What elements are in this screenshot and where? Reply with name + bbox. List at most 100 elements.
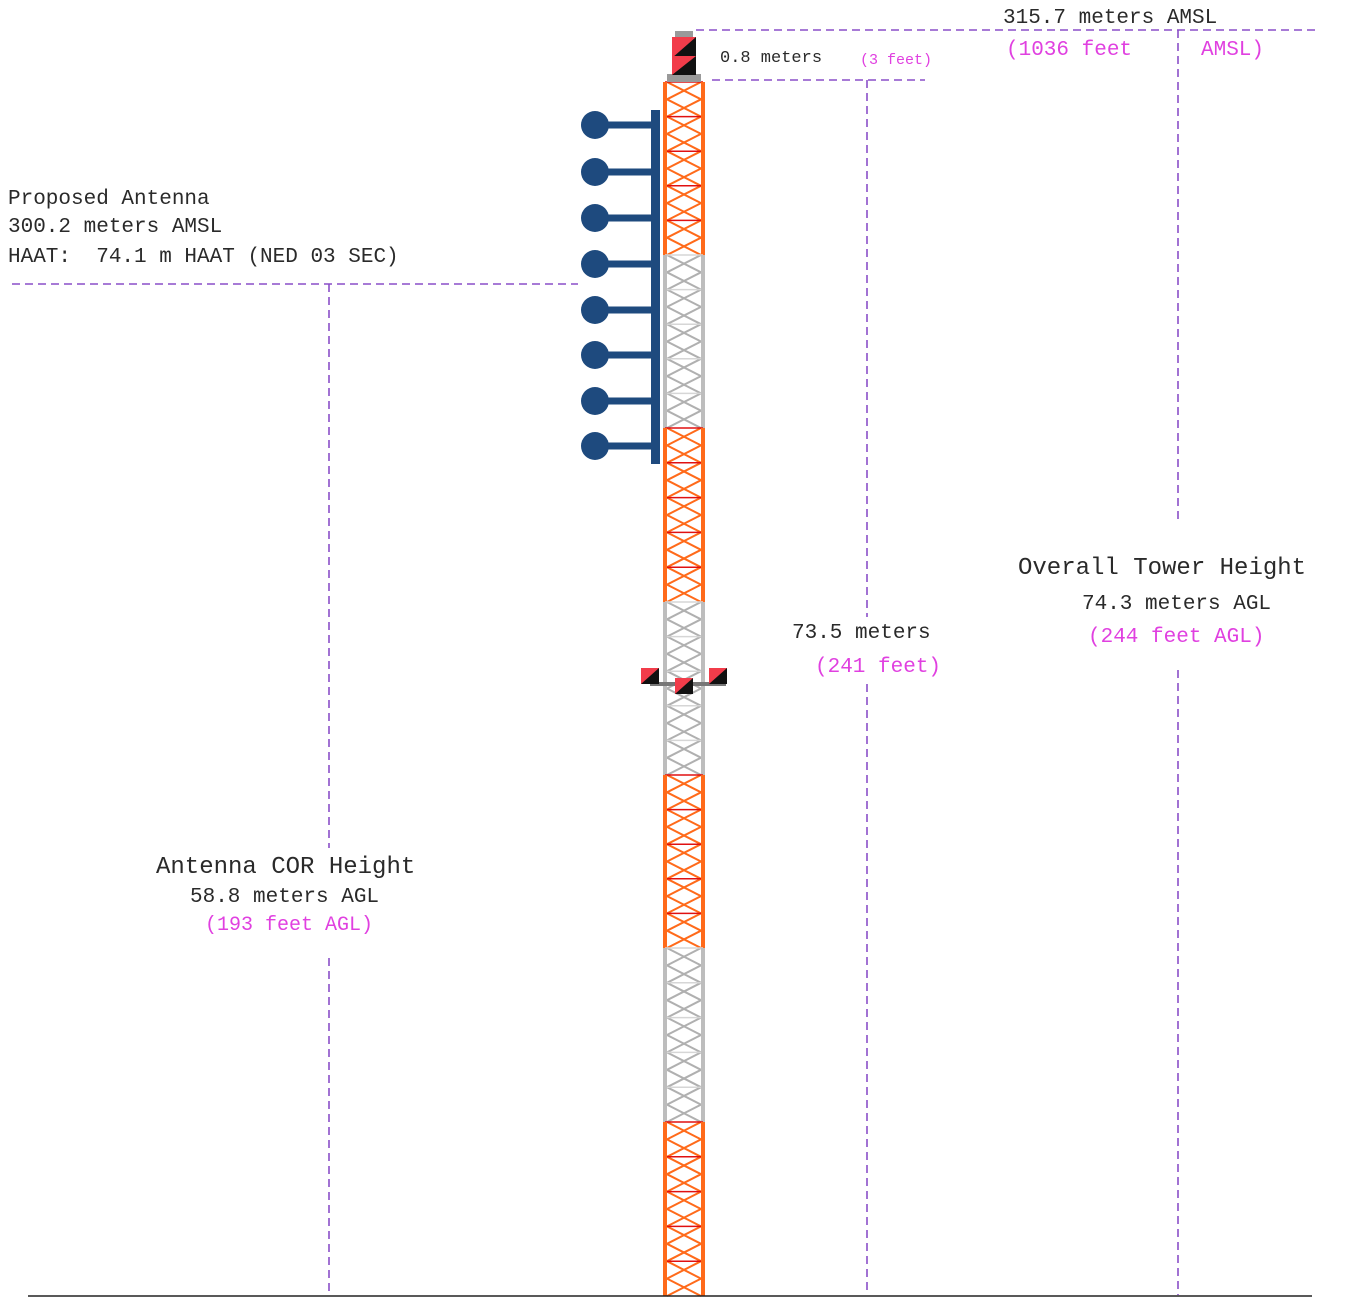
tower-brace	[666, 618, 702, 638]
tower-brace	[666, 1208, 702, 1228]
tower-brace	[666, 219, 702, 239]
antenna-bay-7	[581, 387, 653, 415]
tower-brace	[666, 167, 702, 187]
antenna-bay-element	[581, 111, 609, 139]
antenna-bay-5	[581, 296, 653, 324]
tower-brace	[666, 150, 702, 170]
antenna-bay-arm	[595, 260, 653, 268]
cor-height-metric: 58.8 meters AGL	[190, 886, 380, 909]
tower-brace	[666, 843, 702, 863]
tower-section-5-orange	[663, 774, 705, 949]
overall-height-metric: 74.3 meters AGL	[1082, 593, 1272, 616]
antenna-bay-element	[581, 341, 609, 369]
tower-brace	[666, 1103, 702, 1123]
antenna-bay-arm	[595, 351, 653, 359]
tower-brace	[666, 288, 702, 308]
lattice-tower	[663, 31, 705, 1297]
tower-brace	[666, 340, 702, 360]
antenna-bay-element	[581, 250, 609, 278]
tower-brace	[666, 635, 702, 655]
tower-section-1-orange	[663, 81, 705, 256]
tower-brace	[666, 496, 702, 516]
antenna-bay-arm	[595, 214, 653, 222]
tower-brace	[666, 1242, 702, 1263]
tower-brace	[666, 271, 702, 291]
antenna-bay-element	[581, 387, 609, 415]
overall-height-title: Overall Tower Height	[1018, 555, 1307, 582]
tower-brace	[666, 1138, 702, 1158]
antenna-bay-element	[581, 204, 609, 232]
tower-brace	[666, 808, 702, 828]
tower-brace	[666, 929, 702, 949]
tower-brace	[666, 1155, 702, 1176]
tower-section-6-gray	[663, 947, 705, 1123]
tower-brace	[666, 826, 702, 846]
antenna-bay-arm	[595, 168, 653, 176]
tower-brace	[666, 1034, 702, 1054]
tower-brace	[666, 98, 702, 118]
beacon-lens-lower	[672, 56, 696, 75]
beacon-base-plate	[667, 74, 701, 82]
tower-brace	[666, 427, 702, 447]
antenna-bay-arm	[595, 121, 653, 129]
obstruction-lights	[641, 668, 727, 694]
tower-brace	[666, 999, 702, 1019]
tower-section-4-gray	[663, 601, 705, 776]
tower-brace	[666, 756, 702, 776]
tower-brace	[666, 722, 702, 742]
antenna-haat: HAAT: 74.1 m HAAT (NED 03 SEC)	[8, 246, 399, 269]
tip-height-metric: 0.8 meters	[720, 49, 823, 68]
tower-brace	[666, 479, 702, 499]
tower-section-7-orange	[663, 1121, 705, 1297]
antenna-bay-arm	[595, 442, 653, 450]
tower-brace	[666, 1173, 702, 1193]
tower-brace	[666, 514, 702, 534]
tower-brace	[666, 583, 702, 603]
beacon-lens-upper	[672, 37, 696, 58]
obstruction-light-lens	[641, 668, 659, 684]
tower-brace	[666, 653, 702, 673]
antenna-bay-arm	[595, 306, 653, 314]
tower-brace	[666, 184, 702, 204]
proposed-antenna-array	[581, 110, 660, 464]
obstruction-light-3	[709, 668, 727, 684]
tower-brace	[666, 912, 702, 932]
obstruction-light-lens	[675, 678, 693, 694]
antenna-mount-pipe	[651, 110, 660, 464]
tower-brace	[666, 687, 702, 707]
steel-height-metric: 73.5 meters	[792, 622, 931, 645]
tower-top-beacon	[667, 31, 701, 82]
tower-brace	[666, 1086, 702, 1106]
antenna-bay-2	[581, 158, 653, 186]
tower-brace	[666, 254, 702, 274]
tower-brace	[666, 115, 702, 135]
tower-brace	[666, 1051, 702, 1071]
tower-brace	[666, 1190, 702, 1210]
tower-brace	[666, 566, 702, 586]
obstruction-light-1	[641, 668, 659, 684]
tower-brace	[666, 323, 702, 343]
antenna-bay-element	[581, 432, 609, 460]
obstruction-light-2	[675, 678, 693, 694]
tower-brace	[666, 860, 702, 880]
tower-brace	[666, 774, 702, 794]
tower-brace	[666, 1277, 702, 1297]
antenna-bay-arm	[595, 397, 653, 405]
tower-brace	[666, 704, 702, 724]
tower-brace	[666, 877, 702, 897]
tower-brace	[666, 1225, 702, 1245]
antenna-bay-1	[581, 111, 653, 139]
cor-height-title: Antenna COR Height	[156, 854, 416, 881]
tower-brace	[666, 1068, 702, 1089]
tower-brace	[666, 133, 702, 153]
tower-brace	[666, 357, 702, 377]
tower-brace	[666, 895, 702, 915]
cor-height-imperial: (193 feet AGL)	[205, 914, 374, 937]
tower-brace	[666, 392, 702, 412]
tower-brace	[666, 375, 702, 395]
tower-brace	[666, 548, 702, 569]
tower-brace	[666, 739, 702, 759]
antenna-bay-8	[581, 432, 653, 460]
